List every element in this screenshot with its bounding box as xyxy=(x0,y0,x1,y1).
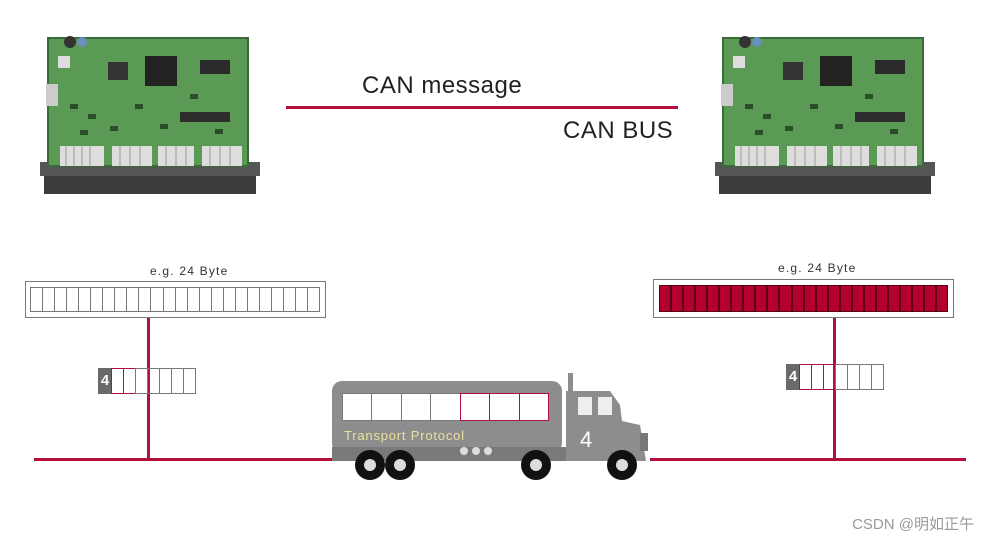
receiver-buffer-cell xyxy=(839,285,852,312)
sender-frame-number: 4 xyxy=(98,368,112,394)
receiver-frame-cell xyxy=(871,364,884,390)
sender-buffer-cell xyxy=(307,287,321,312)
receiver-buffer-cell xyxy=(671,285,684,312)
receiver-buffer-cells xyxy=(659,285,949,312)
receiver-drop-line xyxy=(833,318,836,459)
receiver-frame-cells xyxy=(799,364,884,390)
truck-cargo-cell xyxy=(430,393,461,421)
receiver-buffer-cell xyxy=(899,285,912,312)
truck-cargo-cell xyxy=(518,393,549,421)
lower-bus-right xyxy=(650,458,966,461)
watermark: CSDN @明如正午 xyxy=(852,516,974,533)
sender-frame-cell xyxy=(183,368,196,394)
can-bus-label: CAN BUS xyxy=(563,117,674,144)
truck-cargo-cell xyxy=(489,393,520,421)
truck-cargo-cell xyxy=(459,393,491,421)
receiver-buffer-cell xyxy=(851,285,864,312)
receiver-buffer-cell xyxy=(803,285,816,312)
sender-buffer-label: e.g. 24 Byte xyxy=(150,264,229,278)
receiver-buffer xyxy=(653,279,954,318)
receiver-buffer-cell xyxy=(887,285,900,312)
truck-cargo-cell xyxy=(342,393,373,421)
receiver-buffer-label: e.g. 24 Byte xyxy=(778,261,857,275)
sender-drop-line xyxy=(147,318,150,459)
receiver-buffer-cell xyxy=(755,285,768,312)
receiver-buffer-cell xyxy=(683,285,696,312)
receiver-buffer-cell xyxy=(707,285,720,312)
lower-bus-left xyxy=(34,458,334,461)
receiver-buffer-cell xyxy=(936,285,949,312)
receiver-buffer-cell xyxy=(924,285,937,312)
truck-cargo-cell xyxy=(400,393,432,421)
receiver-buffer-cell xyxy=(743,285,756,312)
receiver-buffer-cell xyxy=(719,285,732,312)
sender-buffer xyxy=(25,281,326,318)
receiver-buffer-cell xyxy=(911,285,925,312)
truck-label: Transport Protocol xyxy=(344,428,465,443)
sender-buffer-cells xyxy=(30,287,321,312)
receiver-frame-number: 4 xyxy=(786,364,800,390)
receiver-buffer-cell xyxy=(827,285,840,312)
transport-protocol-truck: Transport Protocol 4 xyxy=(332,373,648,480)
can-message-label: CAN message xyxy=(362,72,523,99)
sender-frame-cells xyxy=(111,368,196,394)
receiver-buffer-cell xyxy=(731,285,744,312)
receiver-buffer-cell xyxy=(695,285,708,312)
right-ecu-board xyxy=(715,36,935,194)
receiver-buffer-cell xyxy=(779,285,792,312)
truck-number: 4 xyxy=(580,427,592,452)
can-bus-line xyxy=(286,106,678,109)
receiver-buffer-cell xyxy=(659,285,672,312)
receiver-buffer-cell xyxy=(815,285,828,312)
left-ecu-board xyxy=(40,36,260,194)
truck-cargo-cells xyxy=(342,393,549,421)
receiver-buffer-cell xyxy=(875,285,888,312)
receiver-buffer-cell xyxy=(791,285,804,312)
truck-cargo-cell xyxy=(371,393,402,421)
receiver-buffer-cell xyxy=(863,285,876,312)
receiver-buffer-cell xyxy=(767,285,780,312)
